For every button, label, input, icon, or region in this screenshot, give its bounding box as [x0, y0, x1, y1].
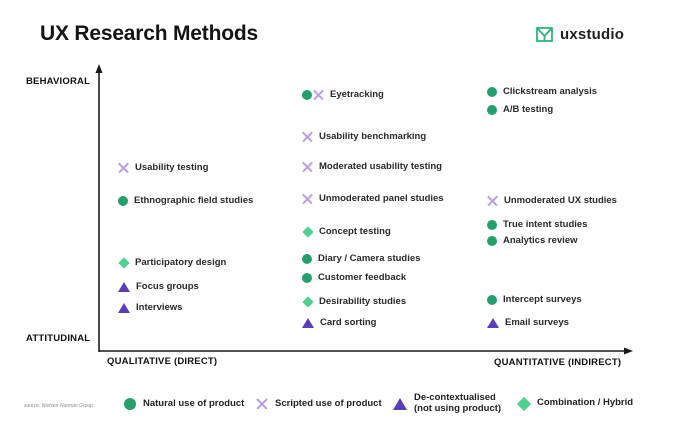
decontextualised-marker — [302, 317, 314, 328]
method-item: Usability benchmarking — [302, 131, 426, 142]
natural-use-marker — [124, 398, 136, 410]
legend-label: Combination / Hybrid — [537, 397, 634, 409]
method-item: Moderated usability testing — [302, 161, 442, 172]
method-label: Intercept surveys — [503, 294, 582, 305]
natural-use-marker — [487, 219, 497, 230]
x-axis-left-label: QUALITATIVE (DIRECT) — [107, 356, 218, 367]
legend-label: De-contextualised (not using product) — [414, 392, 502, 415]
legend-label-line2: (not using product) — [414, 402, 502, 414]
source-note: source: Nielsen Norman Group — [24, 403, 93, 409]
method-label: Diary / Camera studies — [318, 253, 421, 264]
method-label: Analytics review — [503, 235, 578, 246]
scripted-use-marker — [302, 161, 313, 172]
y-axis-bottom-label: ATTITUDINAL — [26, 333, 91, 344]
method-label: Concept testing — [319, 226, 391, 237]
natural-use-marker — [302, 272, 312, 283]
natural-use-marker — [302, 89, 312, 100]
method-label: Participatory design — [135, 257, 227, 268]
method-item: Participatory design — [117, 256, 227, 269]
method-label: Desirability studies — [319, 296, 407, 307]
method-label: Eyetracking — [330, 89, 384, 100]
method-item: Unmoderated panel studies — [302, 193, 444, 204]
decontextualised-marker — [118, 302, 130, 313]
legend-label: Natural use of product — [143, 397, 245, 409]
hybrid-marker — [117, 256, 130, 269]
decontextualised-marker — [118, 281, 130, 292]
method-label: Customer feedback — [318, 272, 407, 283]
scripted-use-marker — [487, 195, 498, 206]
method-label: Unmoderated panel studies — [319, 193, 444, 204]
legend-item-hybrid: Combination / Hybrid — [516, 396, 634, 411]
hybrid-marker — [301, 295, 314, 308]
method-item: Diary / Camera studies — [302, 253, 420, 264]
method-label: True intent studies — [503, 219, 588, 230]
natural-use-marker — [487, 86, 497, 97]
method-label: Card sorting — [320, 317, 377, 328]
method-item: Ethnographic field studies — [118, 195, 253, 206]
uxstudio-logo-icon — [536, 27, 553, 42]
legend-item-decontextualised: De-contextualised (not using product) — [393, 392, 502, 415]
y-axis-top-label: BEHAVIORAL — [26, 76, 91, 87]
legend-item-scripted: Scripted use of product — [256, 398, 382, 410]
method-item: Interviews — [118, 302, 182, 313]
method-label: Moderated usability testing — [319, 161, 442, 172]
method-label: Interviews — [136, 302, 183, 313]
method-item: Email surveys — [487, 317, 569, 328]
method-label: Email surveys — [505, 317, 569, 328]
method-label: Usability benchmarking — [319, 131, 427, 142]
scripted-use-marker — [313, 89, 324, 100]
brand-logo: uxstudio — [536, 26, 624, 43]
method-item: Analytics review — [487, 235, 577, 246]
method-label: Usability testing — [135, 162, 209, 173]
method-item: A/B testing — [487, 104, 553, 115]
method-item: Card sorting — [302, 317, 376, 328]
decontextualised-marker — [393, 397, 407, 410]
method-item: Focus groups — [118, 281, 199, 292]
method-item: Unmoderated UX studies — [487, 195, 617, 206]
method-item: Clickstream analysis — [487, 86, 597, 97]
natural-use-marker — [487, 294, 497, 305]
method-item: Desirability studies — [301, 295, 407, 308]
x-axis-right-label: QUANTITATIVE (INDIRECT) — [494, 357, 622, 368]
method-label: Unmoderated UX studies — [504, 195, 617, 206]
method-item: Intercept surveys — [487, 294, 582, 305]
method-item: Usability testing — [118, 162, 208, 173]
natural-use-marker — [487, 235, 497, 246]
decontextualised-marker — [487, 317, 499, 328]
brand-name: uxstudio — [560, 26, 625, 43]
scripted-use-marker — [256, 398, 268, 410]
y-axis-arrow — [95, 64, 103, 73]
page-title: UX Research Methods — [40, 22, 258, 45]
legend-label-line1: De-contextualised — [414, 392, 496, 403]
natural-use-marker — [118, 195, 128, 206]
method-label: Focus groups — [136, 281, 199, 292]
scripted-use-marker — [302, 131, 313, 142]
legend-label: Scripted use of product — [275, 397, 382, 409]
method-item: Customer feedback — [302, 272, 406, 283]
method-item: Concept testing — [301, 225, 391, 238]
method-label: A/B testing — [503, 104, 554, 115]
method-item: Eyetracking — [302, 89, 384, 100]
scripted-use-marker — [118, 162, 129, 173]
hybrid-marker — [516, 396, 531, 411]
x-axis-arrow — [624, 347, 633, 355]
legend-item-natural: Natural use of product — [124, 398, 244, 410]
method-label: Ethnographic field studies — [134, 195, 254, 206]
natural-use-marker — [487, 104, 497, 115]
scripted-use-marker — [302, 193, 313, 204]
method-label: Clickstream analysis — [503, 86, 598, 97]
method-item: True intent studies — [487, 219, 587, 230]
hybrid-marker — [301, 225, 314, 238]
natural-use-marker — [302, 253, 312, 264]
